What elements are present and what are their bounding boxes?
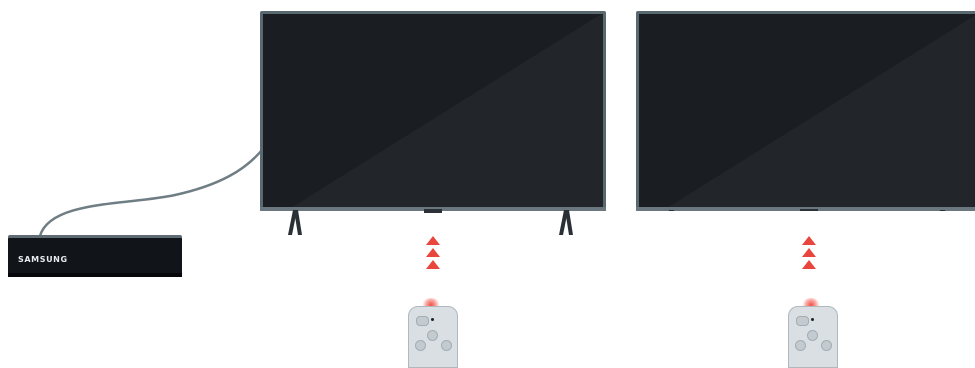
power-button-icon — [416, 316, 429, 326]
tv-screen — [639, 14, 975, 207]
ir-signal-arrows-right — [800, 236, 820, 272]
number-button-icon — [415, 340, 426, 351]
color-button-icon — [441, 340, 452, 351]
ir-signal-arrows-left — [424, 236, 444, 272]
tv-remote-sensor — [800, 209, 818, 211]
brand-logo: SAMSUNG — [18, 255, 68, 264]
up-arrow-icon — [802, 248, 816, 257]
mic-dot-icon — [811, 318, 814, 321]
tv-stand-leg-right — [931, 210, 955, 211]
remote-body — [408, 306, 458, 368]
power-button-icon — [796, 316, 809, 326]
up-arrow-icon — [426, 248, 440, 257]
tv-stand-leg-left — [660, 210, 684, 211]
up-arrow-icon — [426, 236, 440, 245]
mic-dot-icon — [431, 318, 434, 321]
up-arrow-icon — [802, 260, 816, 269]
tv-remote-sensor — [424, 209, 442, 213]
box-base — [8, 273, 182, 277]
one-connect-box: SAMSUNG — [8, 235, 182, 277]
voice-button-icon — [427, 330, 438, 341]
tv-stand-leg-left — [284, 210, 308, 235]
remote-control-right — [788, 304, 838, 364]
remote-body — [788, 306, 838, 368]
number-button-icon — [795, 340, 806, 351]
remote-control-left — [408, 304, 458, 364]
up-arrow-icon — [426, 260, 440, 269]
box-body: SAMSUNG — [8, 238, 182, 274]
tv-right — [636, 11, 975, 211]
tv-screen — [263, 14, 603, 207]
color-button-icon — [821, 340, 832, 351]
up-arrow-icon — [802, 236, 816, 245]
tv-stand-leg-right — [555, 210, 579, 235]
tv-left — [260, 11, 606, 211]
voice-button-icon — [807, 330, 818, 341]
